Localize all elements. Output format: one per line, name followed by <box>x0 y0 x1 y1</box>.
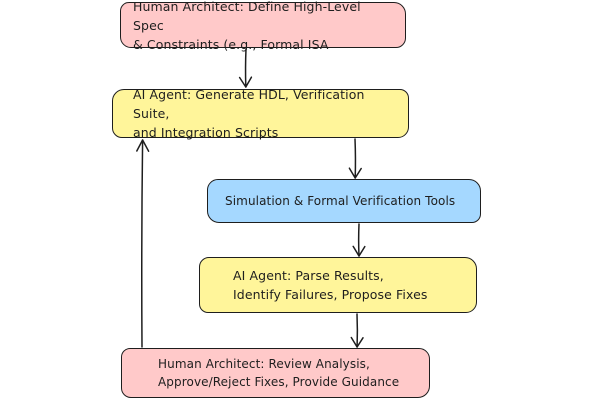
arrow-review-to-generate <box>136 139 150 348</box>
node-review-analysis: Human Architect: Review Analysis, Approv… <box>121 348 430 398</box>
node-generate-hdl: AI Agent: Generate HDL, Verification Sui… <box>112 87 409 140</box>
node-review-analysis-label: Human Architect: Review Analysis, Approv… <box>158 357 400 389</box>
node-generate-hdl-label: AI Agent: Generate HDL, Verification Sui… <box>133 87 365 140</box>
arrow-parse-to-review <box>350 313 364 348</box>
arrow-sim-to-parse <box>352 223 366 257</box>
node-simulation-tools-label: Simulation & Formal Verification Tools <box>225 193 456 208</box>
arrow-spec-to-generate <box>238 48 253 88</box>
arrow-generate-to-sim <box>348 138 362 179</box>
node-define-spec-label: Human Architect: Define High-Level Spec … <box>133 0 361 52</box>
node-parse-results-label: AI Agent: Parse Results, Identify Failur… <box>233 268 428 302</box>
node-parse-results: AI Agent: Parse Results, Identify Failur… <box>199 257 477 313</box>
node-simulation-tools: Simulation & Formal Verification Tools <box>207 179 481 223</box>
node-define-spec: Human Architect: Define High-Level Spec … <box>120 0 406 52</box>
